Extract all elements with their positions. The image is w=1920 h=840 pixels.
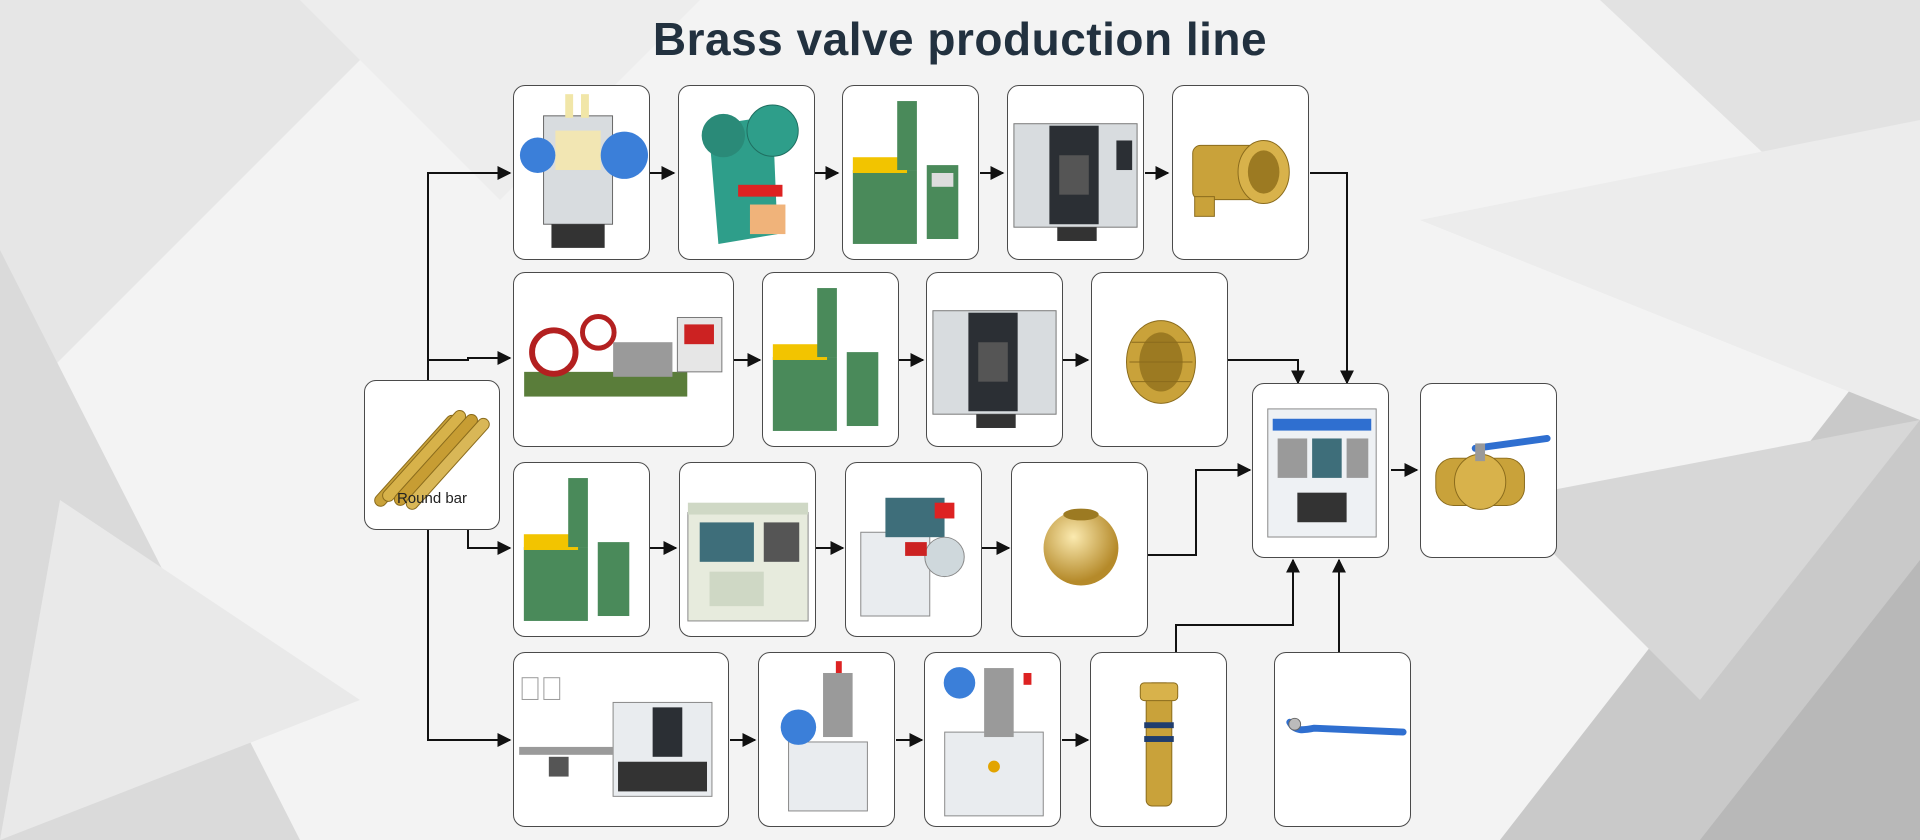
forging-line-with-induction-heater-icon: [524, 314, 723, 397]
blue-valve-handle-icon: [1286, 717, 1407, 736]
shot-blasting-machine-node-2: [762, 272, 899, 447]
punch-press-node: [678, 85, 815, 260]
cnc-machining-center-icon: [1013, 123, 1138, 241]
brass-ball-valve-icon: [1435, 435, 1551, 510]
brass-tee-body-icon: [1192, 139, 1290, 217]
shot-blasting-machine-icon: [772, 288, 879, 431]
automatic-drilling-machine-node: [758, 652, 895, 827]
cnc-lathe-node: [679, 462, 816, 637]
brass-tee-body-node: [1172, 85, 1309, 260]
cnc-lathe-icon: [687, 502, 809, 622]
valve-stem-node: [1090, 652, 1227, 827]
cnc-machining-center-node-2: [926, 272, 1063, 447]
brass-nut-fitting-icon: [1125, 320, 1196, 404]
brass-nut-fitting-node: [1091, 272, 1228, 447]
valve-handle-node: [1274, 652, 1411, 827]
brass-ball-node: [1011, 462, 1148, 637]
cnc-machining-center-node: [1007, 85, 1144, 260]
shot-blasting-machine-node-3: [513, 462, 650, 637]
ball-grinding-machine-node: [845, 462, 982, 637]
page-title: Brass valve production line: [652, 13, 1268, 65]
valve-stem-icon: [1139, 682, 1179, 807]
automatic-tapping-machine-node: [924, 652, 1061, 827]
cnc-lathe-bar-feeder-node: [513, 652, 729, 827]
punch-press-icon: [701, 104, 799, 244]
shot-blasting-machine-node: [842, 85, 979, 260]
shot-blasting-machine-icon: [852, 101, 959, 244]
brass-ball-icon: [1043, 508, 1119, 586]
shot-blasting-machine-icon: [523, 478, 630, 621]
hot-forging-press-node: [513, 85, 650, 260]
round-bar-label: Round bar: [396, 490, 468, 507]
brass-round-bar-icon: [374, 410, 490, 510]
brass-ball-valve-node: [1420, 383, 1557, 558]
assembly-machine-icon: [1267, 408, 1377, 538]
cnc-lathe-with-bar-feeder-icon: [519, 677, 713, 797]
forging-line-node: [513, 272, 734, 447]
automatic-drilling-machine-icon: [780, 661, 868, 812]
hot-forging-press-icon: [519, 94, 649, 248]
assembly-machine-node: [1252, 383, 1389, 558]
ball-grinding-machine-icon: [860, 497, 965, 617]
round-bar-node: Round bar: [364, 380, 500, 530]
cnc-machining-center-icon: [932, 310, 1057, 428]
automatic-tapping-machine-icon: [943, 667, 1044, 817]
